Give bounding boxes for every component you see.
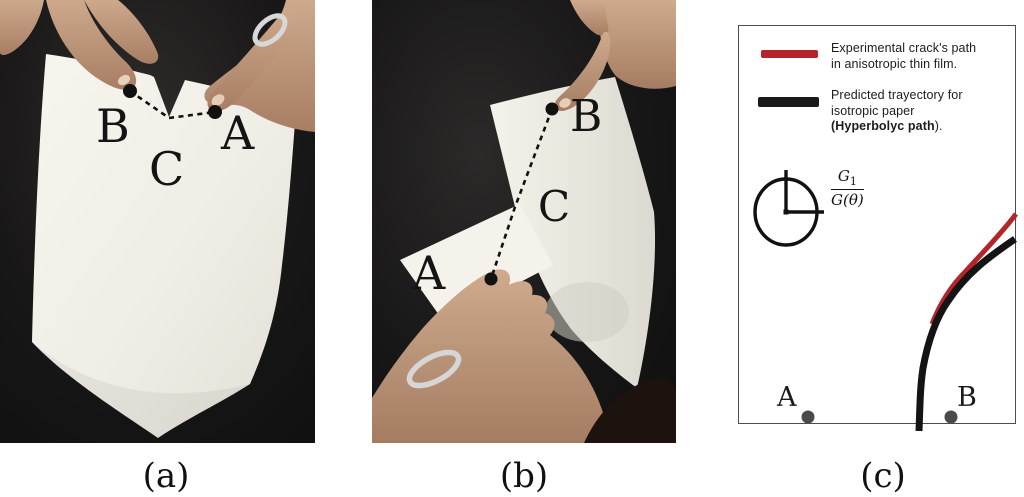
label-c-a: C [149, 142, 184, 196]
paper-flap-b [400, 204, 553, 322]
label-a-b: A [411, 246, 446, 300]
experimental-crack-curve [929, 212, 1018, 325]
label-c-b: C [538, 182, 570, 231]
caption-panel-c: (c) [860, 456, 906, 496]
marker-a-c [801, 410, 815, 424]
caption-panel-b: (b) [499, 456, 549, 496]
left-hand-a [0, 0, 159, 90]
paper-shadow-a [32, 342, 250, 438]
marker-b-c [944, 410, 958, 424]
paper-sheet-a [32, 54, 296, 438]
legend-line: Predicted trayectory for [831, 88, 963, 102]
panel-b-photo: B C A [372, 0, 676, 443]
formula-denominator: G(θ) [831, 191, 864, 209]
marker-b-b [545, 102, 559, 116]
fingernail-icon [117, 74, 131, 86]
crack-dashed-path-b [489, 108, 554, 280]
energy-release-ratio-formula: G1 G(θ) [831, 167, 864, 209]
trajectory-plot [801, 212, 1018, 432]
label-b-a: B [96, 99, 130, 153]
crack-dashed-path-a [129, 89, 216, 120]
marker-a-a [208, 105, 222, 119]
ring-icon [252, 13, 288, 47]
ring-icon [406, 349, 462, 389]
label-a-c: A [777, 382, 797, 413]
legend-entry-experimental: Experimental crack's path in anisotropic… [831, 41, 976, 72]
caption-panel-a: (a) [142, 456, 190, 496]
legend-line: in anisotropic thin film. [831, 56, 958, 71]
orientation-circle-icon [753, 170, 824, 247]
marker-a-b [484, 272, 498, 286]
label-a-a: A [220, 106, 255, 160]
right-hand-a [204, 0, 315, 132]
top-hand-b [554, 0, 676, 111]
fingernail-icon [559, 98, 571, 108]
wrist-shadow-b [584, 378, 676, 443]
legend-swatch-experimental [761, 50, 818, 58]
label-b-c: B [957, 382, 977, 413]
bottom-hand-b [372, 269, 676, 443]
flap-shadow-b [545, 282, 629, 342]
legend-line: Experimental crack's path [831, 41, 977, 55]
formula-numerator: G1 [831, 167, 864, 190]
legend-line: (Hyperbolyc path). [831, 119, 943, 133]
predicted-hyperbolic-curve [915, 236, 1017, 432]
marker-b-a [123, 84, 137, 98]
fingernail-icon [211, 94, 225, 106]
panel-a-photo: B C A [0, 0, 315, 443]
legend-line: isotropic paper [831, 103, 915, 118]
legend-entry-predicted: Predicted trayectory for isotropic paper… [831, 88, 963, 135]
legend-swatch-predicted [758, 97, 819, 107]
panel-c-diagram: Experimental crack's path in anisotropic… [738, 25, 1018, 432]
label-b-b: B [570, 91, 602, 142]
